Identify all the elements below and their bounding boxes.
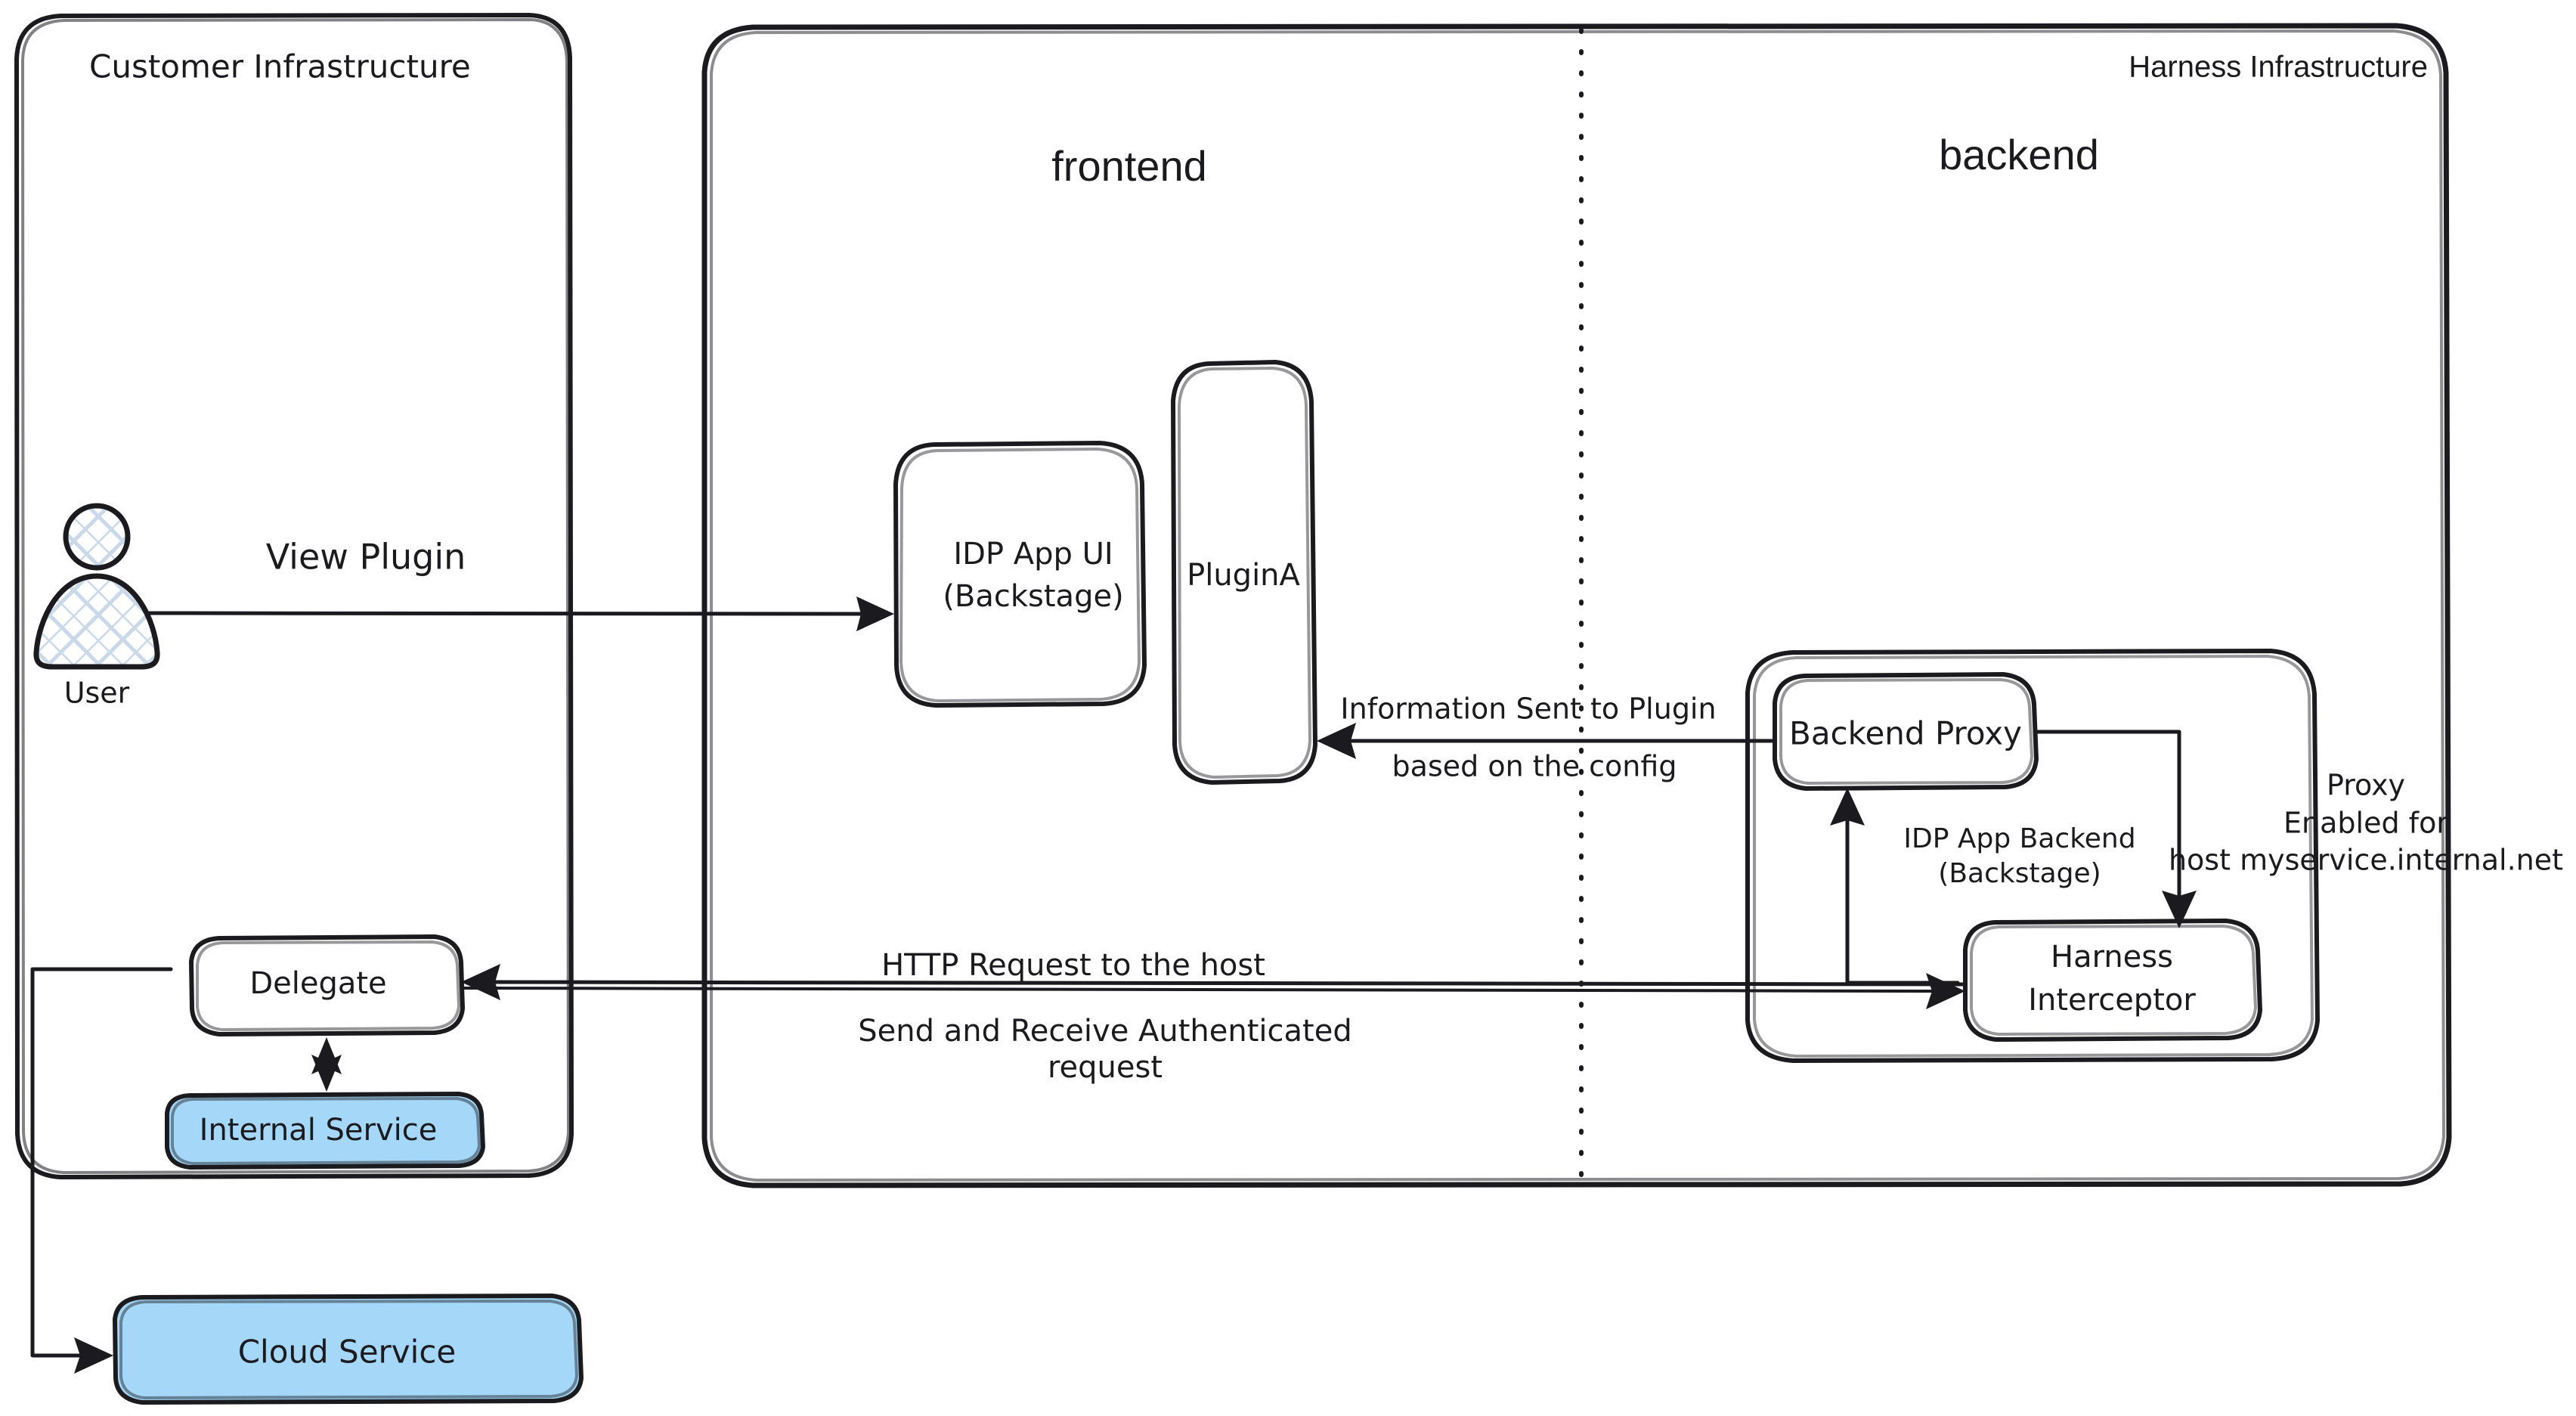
idp-app-ui-node[interactable]	[893, 441, 1147, 708]
harness-interceptor-label-line2: Interceptor	[2028, 983, 2196, 1018]
idp-app-backend-label-line2: (Backstage)	[1938, 858, 2101, 889]
delegate-node[interactable]	[189, 934, 465, 1036]
backend-label: backend	[1939, 131, 2099, 178]
harness-interceptor-node[interactable]	[1963, 919, 2262, 1042]
idp-app-ui-label-line1: IDP App UI	[953, 537, 1113, 572]
edge-information-sent-to-plugin	[1317, 723, 1774, 759]
cloud-service-label: Cloud Service	[238, 1334, 457, 1371]
customer-infrastructure-label: Customer Infrastructure	[89, 48, 471, 85]
delegate-label: Delegate	[249, 966, 386, 1001]
customer-infrastructure-group[interactable]	[14, 13, 574, 1179]
idp-app-ui-label-line2: (Backstage)	[943, 579, 1123, 614]
http-request-label: HTTP Request to the host	[881, 948, 1265, 983]
idp-app-backend-label-line1: IDP App Backend	[1903, 823, 2135, 854]
harness-infrastructure-label: Harness Infrastructure	[2129, 51, 2428, 84]
edge-delegate-to-cloud-service	[30, 967, 173, 1374]
plugin-a-label: PluginA	[1187, 558, 1300, 593]
harness-interceptor-label-line1: Harness	[2051, 940, 2173, 974]
authenticated-request-label-line2: request	[1048, 1050, 1163, 1085]
authenticated-request-label-line1: Send and Receive Authenticated	[858, 1014, 1351, 1049]
proxy-enabled-label-line3: host myservice.internal.net	[2169, 844, 2563, 877]
plugin-a-node[interactable]	[1171, 360, 1317, 785]
edge-proxy-to-interceptor	[2034, 730, 2197, 928]
info-sent-label-line1: Information Sent to Plugin	[1340, 693, 1716, 726]
cloud-service-node[interactable]	[113, 1294, 584, 1405]
edge-http-request-to-host	[461, 964, 1965, 1000]
edge-authenticated-request	[463, 973, 1965, 1009]
edge-delegate-internal-service	[311, 1037, 342, 1092]
view-plugin-edge-label: View Plugin	[266, 537, 466, 578]
user-icon	[33, 503, 160, 670]
backend-proxy-label: Backend Proxy	[1789, 715, 2022, 752]
frontend-label: frontend	[1051, 142, 1207, 190]
internal-service-label: Internal Service	[200, 1113, 438, 1148]
backend-proxy-node[interactable]	[1773, 672, 2039, 791]
idp-app-backend-group[interactable]	[1745, 649, 2320, 1063]
proxy-enabled-label-line1: Proxy	[2327, 769, 2405, 802]
info-sent-label-line2: based on the config	[1392, 750, 1677, 783]
edge-view-plugin	[146, 596, 894, 631]
proxy-enabled-label-line2: Enabled for	[2283, 807, 2448, 840]
user-label: User	[64, 677, 130, 710]
harness-infrastructure-group[interactable]	[701, 23, 2452, 1188]
internal-service-node[interactable]	[165, 1092, 485, 1170]
